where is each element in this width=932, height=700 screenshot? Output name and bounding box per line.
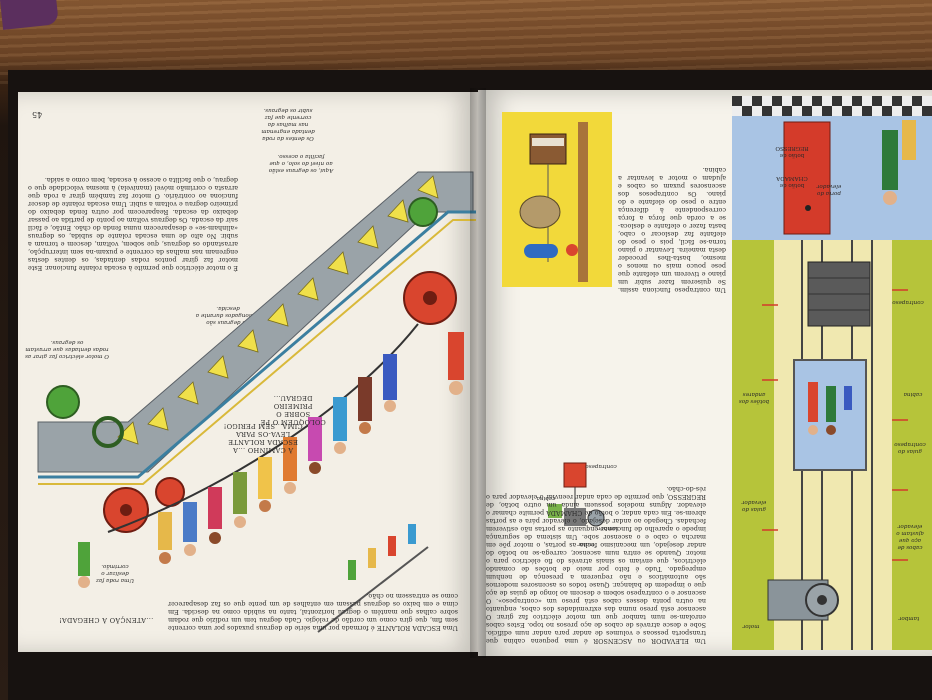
caption-guias-elevador: guias do elevador [741, 499, 767, 512]
section-title: ...ATENÇÃO À CHEGADA! [58, 616, 154, 624]
elevator-shaft-illustration [732, 96, 932, 650]
caption-roda: Uma roda faz deslizar o corrimão. [95, 563, 135, 583]
caption-botoes-andares: botões dos andares [738, 391, 770, 404]
caption-botao-regresso: botão de REGRESSO [775, 145, 809, 158]
right-page: Um contrapeso funciona assim. Se quisere… [478, 90, 932, 656]
caption-tambor: tambor [898, 615, 920, 621]
escalator-illustration [37, 171, 476, 633]
elevator-main-text: Um ELEVADOR ou ASCENSOR é uma pequena ca… [486, 485, 706, 645]
caption-botao-chamada: botão de CHAMADA [776, 175, 808, 188]
caption-contrapeso: contrapeso [892, 299, 924, 305]
book-gutter [470, 88, 486, 658]
caption-cabos: cabos de aço que ajustam o elevador [896, 523, 924, 550]
left-page: 45 É o motor eléctrico que permite à esc… [18, 92, 478, 652]
contrapeso-text: Um contrapeso funciona assim. Se quisere… [618, 166, 726, 294]
heading-first-step: COLOQUEM O PÉ SOBRE O PRIMEIRO DEGRAU... [260, 394, 326, 426]
heading-path: À CAMINHO ...A ESCADA ROLANTE LEVA-OS PA… [223, 422, 303, 454]
caption-guias-contrapeso: guias do contrapeso [894, 441, 926, 454]
caption-cabina: cabina [903, 391, 923, 397]
escalator-intro-text: Uma ESCADA ROLANTE é formada por uma sér… [168, 592, 458, 632]
caption-motor: motor [742, 623, 760, 629]
caption-porta: porta do elevador [816, 183, 842, 196]
elevator-mechanism-diagram [548, 462, 605, 527]
elephant-piano-illustration [502, 112, 612, 287]
